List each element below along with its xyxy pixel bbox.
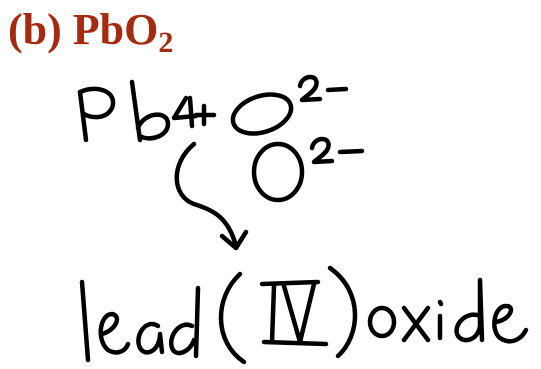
cation-charge-text: 4+ (174, 107, 197, 129)
anion-2-charge-2minus (309, 136, 365, 165)
word-lead (79, 279, 201, 363)
anion-1-symbol-text: O (238, 98, 264, 136)
name-word-1-text: lead (82, 317, 158, 361)
roman-numeral-text: IV (266, 303, 304, 347)
cation-symbol-text: Pb (82, 101, 131, 145)
part-label: (b) (8, 5, 62, 54)
word-oxide (367, 277, 529, 344)
cation-charge-4plus (171, 95, 217, 129)
anion-1-symbol-o (230, 92, 294, 136)
anion-2-charge-text: 2− (312, 145, 335, 167)
formula-subscript: 2 (158, 26, 174, 59)
problem-heading: (b) PbO2 (8, 5, 173, 58)
curved-arrow-icon (174, 141, 249, 251)
anion-2-symbol-text: O (256, 155, 287, 199)
formula-base: PbO (72, 5, 159, 54)
ink-strokes (77, 74, 529, 365)
anion-1-charge-2minus (297, 74, 349, 103)
roman-numeral-parenthetical (218, 265, 358, 365)
anion-1-charge-text: 2− (300, 83, 323, 105)
name-word-2-text: oxide (370, 303, 466, 347)
cation-symbol-pb (77, 79, 171, 143)
anion-2-symbol-o (251, 141, 305, 203)
